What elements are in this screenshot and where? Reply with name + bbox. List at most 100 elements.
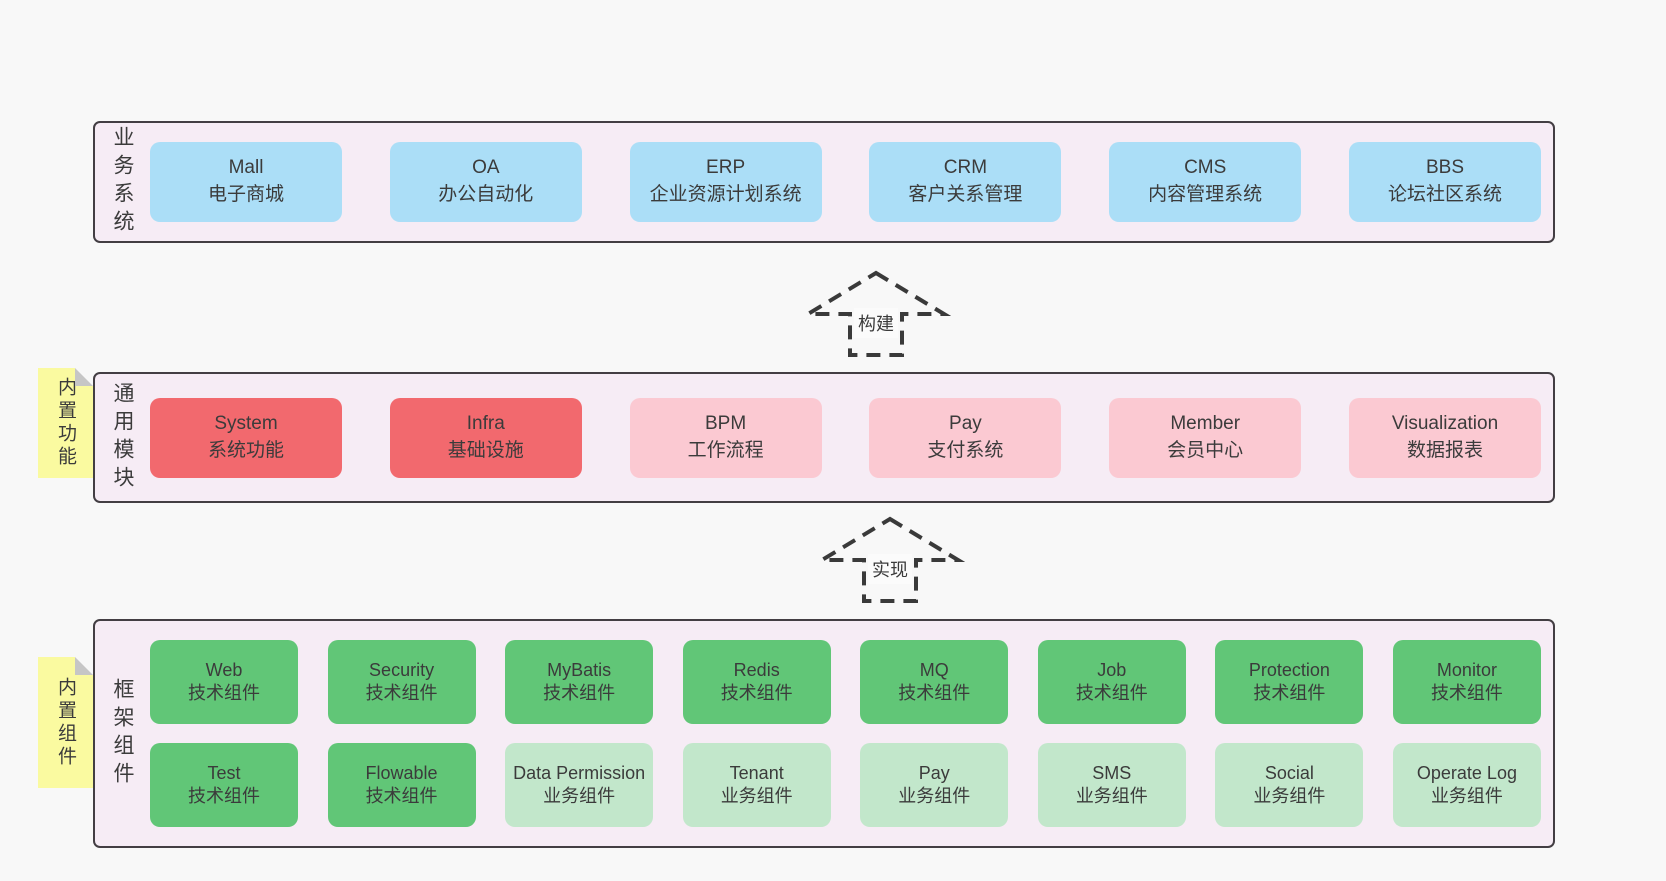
node-pay: Pay 业务组件	[860, 743, 1009, 827]
node-title: OA	[472, 157, 500, 179]
node-subtitle: 技术组件	[1430, 683, 1503, 703]
panel-modules-side-label: 通用模块	[111, 381, 134, 494]
node-title: Redis	[733, 659, 780, 680]
node-subtitle: 技术组件	[1253, 683, 1326, 703]
node-title: Infra	[466, 412, 505, 434]
node-title: BBS	[1425, 157, 1464, 179]
node-subtitle: 业务组件	[1075, 786, 1148, 806]
node-title: SMS	[1092, 762, 1132, 783]
node-subtitle: 技术组件	[1075, 683, 1148, 703]
node-erp: ERP 企业资源计划系统	[629, 142, 822, 222]
node-subtitle: 论坛社区系统	[1387, 184, 1502, 205]
panel-business-side-label: 业务系统	[111, 126, 134, 238]
sticky-note-builtin-components: 内置组件	[38, 657, 93, 788]
node-title: ERP	[706, 157, 746, 179]
node-subtitle: 办公自动化	[438, 184, 534, 205]
sticky-note-builtin-features-label: 内置功能	[55, 377, 76, 469]
node-cms: CMS 内容管理系统	[1109, 142, 1302, 222]
node-subtitle: 数据报表	[1406, 439, 1483, 461]
node-subtitle: 技术组件	[543, 683, 616, 703]
node-social: Social 业务组件	[1215, 743, 1364, 827]
node-subtitle: 技术组件	[188, 786, 260, 806]
node-subtitle: 企业资源计划系统	[649, 184, 802, 205]
node-title: Pay	[918, 762, 950, 783]
node-sms: SMS 业务组件	[1037, 743, 1186, 827]
node-oa: OA 办公自动化	[389, 142, 582, 222]
node-title: Job	[1097, 659, 1127, 680]
node-crm: CRM 客户关系管理	[869, 142, 1062, 222]
node-subtitle: 技术组件	[365, 683, 438, 703]
panel-components-side-label: 框架组件	[111, 677, 134, 790]
node-title: Security	[369, 659, 435, 680]
node-bbs: BBS 论坛社区系统	[1348, 142, 1541, 222]
node-infra: Infra 基础设施	[389, 397, 582, 478]
node-mybatis: MyBatis 技术组件	[505, 640, 654, 724]
arrow-build: 构建	[801, 270, 951, 358]
node-job: Job 技术组件	[1037, 640, 1186, 724]
node-subtitle: 支付系统	[927, 439, 1004, 461]
node-title: Social	[1264, 762, 1314, 783]
arrow-build-label: 构建	[854, 307, 898, 338]
node-subtitle: 电子商城	[207, 184, 284, 205]
node-subtitle: 技术组件	[720, 683, 793, 703]
node-subtitle: 系统功能	[207, 439, 284, 461]
node-title: MQ	[919, 659, 949, 680]
node-bpm: BPM 工作流程	[629, 397, 822, 478]
node-title: Member	[1170, 412, 1241, 434]
node-title: Test	[207, 762, 241, 783]
node-title: CRM	[943, 157, 988, 179]
node-title: MyBatis	[547, 659, 612, 680]
node-member: Member 会员中心	[1109, 397, 1302, 478]
node-title: Flowable	[365, 762, 438, 783]
node-title: Tenant	[729, 762, 784, 783]
node-subtitle: 技术组件	[188, 683, 260, 703]
node-monitor: Monitor 技术组件	[1392, 640, 1541, 724]
sticky-note-builtin-components-label: 内置组件	[55, 676, 76, 769]
node-subtitle: 内容管理系统	[1148, 184, 1263, 205]
node-title: Mall	[228, 157, 264, 179]
node-operate-log: Operate Log 业务组件	[1392, 743, 1541, 827]
node-subtitle: 业务组件	[543, 786, 616, 806]
up-arrow-icon	[801, 270, 951, 357]
node-test: Test 技术组件	[150, 743, 298, 827]
node-subtitle: 基础设施	[447, 439, 524, 461]
node-redis: Redis 技术组件	[682, 640, 831, 724]
node-subtitle: 会员中心	[1167, 439, 1244, 461]
node-subtitle: 业务组件	[898, 786, 971, 806]
node-title: BPM	[705, 412, 747, 434]
node-title: Monitor	[1436, 659, 1497, 680]
node-title: CMS	[1184, 157, 1227, 179]
node-title: System	[214, 412, 278, 434]
node-subtitle: 客户关系管理	[908, 184, 1023, 205]
sticky-note-builtin-features: 内置功能	[38, 368, 93, 478]
panel-business-systems: 业务系统 Mall 电子商城 OA 办公自动化 ERP 企业资源计划系统 CRM 客户关系管理…	[93, 121, 1555, 243]
node-mq: MQ 技术组件	[860, 640, 1009, 724]
node-title: Protection	[1248, 659, 1330, 680]
node-subtitle: 工作流程	[687, 439, 764, 461]
up-arrow-icon	[815, 516, 965, 603]
node-security: Security 技术组件	[327, 640, 476, 724]
node-protection: Protection 技术组件	[1215, 640, 1364, 724]
arrow-implement-label: 实现	[868, 553, 912, 584]
node-subtitle: 技术组件	[898, 683, 971, 703]
arrow-implement: 实现	[815, 516, 965, 604]
node-subtitle: 业务组件	[1253, 786, 1326, 806]
node-title: Visualization	[1391, 412, 1499, 434]
business-boxes: Mall 电子商城 OA 办公自动化 ERP 企业资源计划系统 CRM 客户关系管理 CMS 内容…	[150, 123, 1541, 241]
node-visualization: Visualization 数据报表	[1348, 397, 1541, 478]
node-row: Mall 电子商城 OA 办公自动化 ERP 企业资源计划系统 CRM 客户关系管理 CMS 内容…	[150, 142, 1541, 222]
node-subtitle: 业务组件	[1430, 786, 1503, 806]
node-title: Operate Log	[1416, 762, 1517, 783]
node-subtitle: 业务组件	[720, 786, 793, 806]
